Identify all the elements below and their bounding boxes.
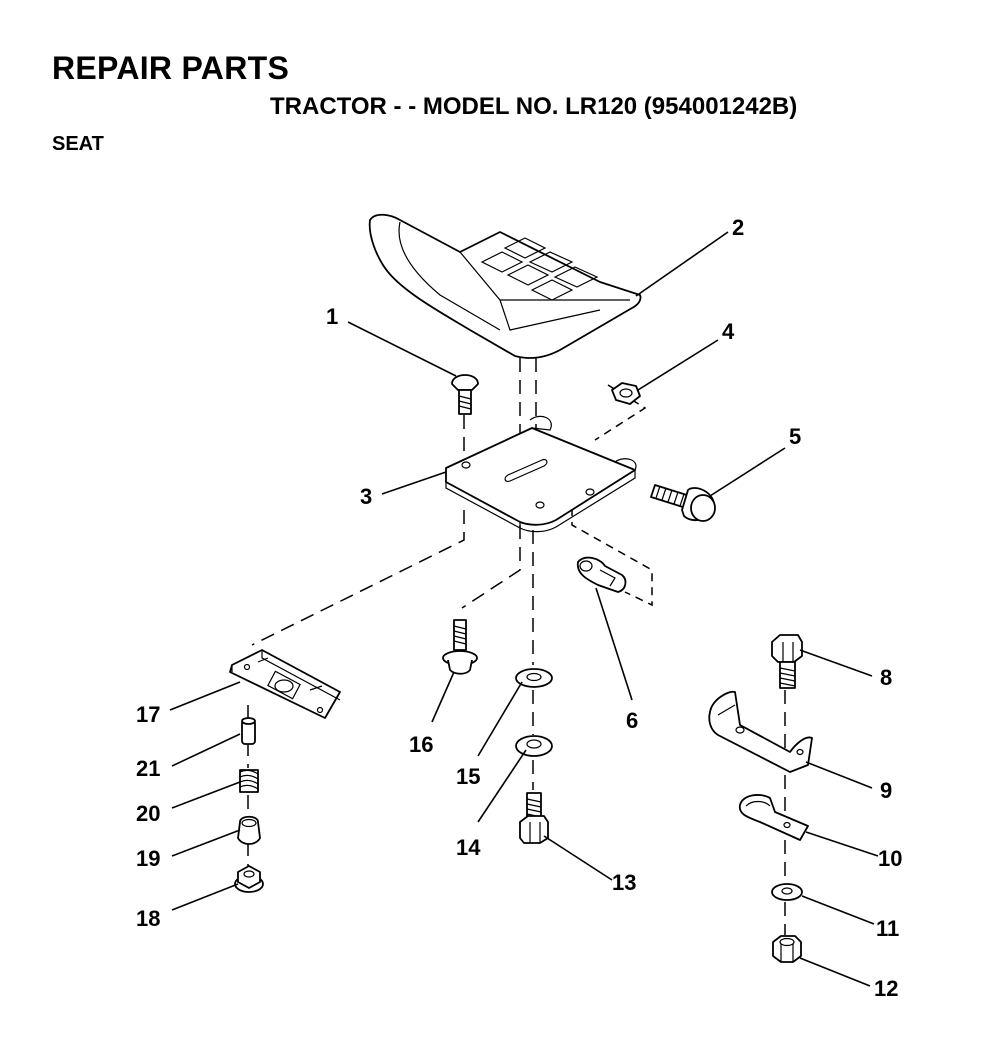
callout-9: 9	[880, 778, 892, 803]
leader-lines	[169, 231, 879, 987]
washer-part-14	[515, 735, 553, 757]
callout-14: 14	[456, 835, 481, 860]
callout-16: 16	[409, 732, 433, 757]
callout-8: 8	[880, 665, 892, 690]
shoulder-bolt-part	[650, 484, 716, 522]
hex-bolt-part-8	[771, 634, 803, 689]
spring-part	[239, 769, 259, 793]
carriage-bolt-part	[451, 374, 479, 415]
seat-plate-part	[445, 415, 637, 533]
callout-13: 13	[612, 870, 636, 895]
callout-12: 12	[874, 976, 898, 1001]
model-subtitle: TRACTOR - - MODEL NO. LR120 (954001242B)	[270, 93, 798, 120]
bushing-part	[237, 815, 261, 845]
flange-nut-part	[234, 865, 264, 893]
hex-bolt-part-13	[519, 792, 549, 844]
callout-2: 2	[732, 215, 744, 240]
shoulder-screw-part	[442, 619, 478, 675]
section-label: SEAT	[52, 133, 104, 155]
bracket-part-9	[708, 690, 813, 773]
lock-nut-part	[772, 935, 802, 963]
callout-11: 11	[876, 916, 899, 941]
clip-part	[576, 556, 627, 593]
callout-17: 17	[136, 702, 160, 727]
pin-part	[241, 717, 256, 745]
clip-part-10	[738, 794, 809, 841]
seat-part	[368, 213, 642, 359]
callout-6: 6	[626, 708, 638, 733]
callout-1: 1	[326, 304, 338, 329]
callout-3: 3	[360, 484, 372, 509]
callout-labels: 1 2 3 4 5 6 8 9 10 11 12 13 14 15 16 17 …	[136, 215, 902, 1001]
nut-part	[611, 382, 641, 405]
callout-15: 15	[456, 764, 480, 789]
washer-part-11	[771, 883, 803, 901]
callout-20: 20	[136, 801, 160, 826]
callout-10: 10	[878, 846, 902, 871]
slide-bracket-part	[229, 649, 341, 719]
callout-18: 18	[136, 906, 160, 931]
page-title: REPAIR PARTS	[52, 50, 290, 86]
callout-5: 5	[789, 424, 801, 449]
callout-19: 19	[136, 846, 160, 871]
callout-4: 4	[722, 319, 735, 344]
callout-21: 21	[136, 756, 160, 781]
washer-part-15	[515, 668, 553, 688]
